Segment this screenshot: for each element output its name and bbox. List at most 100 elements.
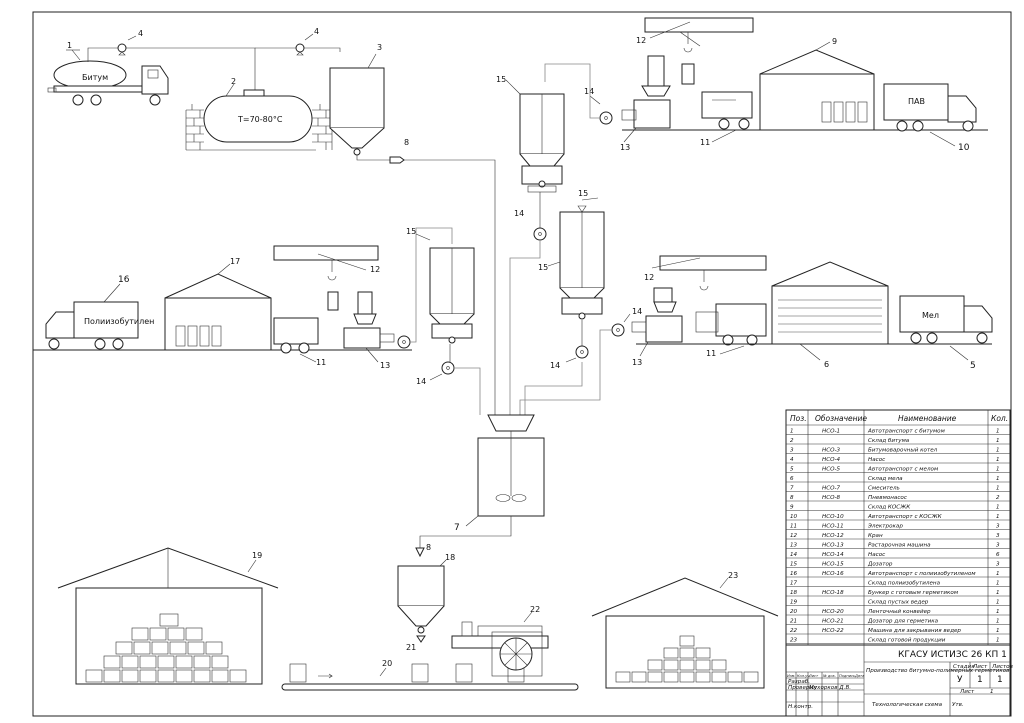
crane-12c [659, 255, 767, 271]
truck-label-bitumen: Битум [82, 73, 108, 82]
spec-name: Машина для закрывания ведер [868, 628, 961, 634]
callout-1: 1 [67, 41, 72, 50]
sheets-value: 1 [997, 675, 1003, 685]
spec-pos: 11 [790, 523, 797, 529]
spec-name: Кран [868, 533, 883, 539]
spec-code: НСО-7 [822, 485, 841, 491]
spec-name: Пневмонасос [868, 495, 907, 501]
callout-5: 5 [970, 361, 976, 371]
spec-qty: 1 [996, 428, 1000, 434]
spec-pos: 1 [790, 428, 794, 434]
callout-11a: 11 [700, 138, 710, 147]
pneumopump-8b-icon [415, 547, 425, 558]
sheet-value: 1 [977, 675, 983, 685]
callout-9: 9 [832, 37, 837, 46]
spec-code: НСО-14 [822, 552, 844, 558]
callout-14b: 14 [514, 209, 524, 218]
spec-code: НСО-12 [822, 533, 844, 539]
spec-code: НСО-1 [822, 428, 840, 434]
approved-label: Утв. [952, 702, 964, 708]
callout-11c: 11 [706, 349, 716, 358]
spec-pos: 17 [790, 580, 798, 586]
crane-12a [644, 17, 754, 33]
empty-buckets-warehouse-19 [57, 547, 279, 685]
callout-14c: 14 [550, 361, 560, 370]
spec-header-qty: Кол. [991, 414, 1008, 423]
bitumen-boiler-3 [329, 67, 385, 156]
spec-name: Насос [868, 552, 885, 558]
spec-name: Растарочная машина [868, 542, 931, 548]
callout-4b: 4 [314, 27, 319, 36]
truck-label-chalk: Мел [922, 311, 939, 320]
spec-pos: 13 [790, 542, 798, 548]
drawing-frame [32, 11, 1012, 717]
spec-name: Автотранспорт с КОСЖК [867, 514, 943, 520]
doser-15a [519, 93, 565, 193]
developer-label: Разраб. [788, 679, 810, 685]
callout-13c: 13 [632, 358, 642, 367]
unpacking-machine-13a [621, 55, 671, 129]
polyisobutylene-warehouse-17 [164, 273, 272, 351]
title-block-row-label: Лист [808, 674, 819, 678]
title-block-row-label: Подпись [839, 674, 855, 678]
doser-15d [429, 247, 475, 344]
callout-14a: 14 [584, 87, 594, 96]
spec-qty: 1 [996, 476, 1000, 482]
spec-pos: 12 [790, 533, 798, 539]
callout-15b: 15 [578, 189, 588, 198]
doser-15b [559, 205, 605, 320]
callout-14e: 14 [416, 377, 426, 386]
spec-qty: 1 [996, 485, 1000, 491]
sheet-label: Лист [959, 689, 975, 695]
spec-pos: 4 [790, 457, 794, 463]
callout-2: 2 [231, 77, 236, 86]
spec-code: НСО-15 [822, 561, 844, 567]
spec-pos: 16 [790, 571, 798, 577]
callout-17: 17 [230, 257, 240, 266]
callout-12c: 12 [644, 273, 654, 282]
spec-qty: 1 [996, 628, 1000, 634]
spec-qty: 1 [996, 618, 1000, 624]
spec-pos: 15 [790, 561, 798, 567]
spec-qty: 1 [996, 514, 1000, 520]
spec-qty: 1 [996, 599, 1000, 605]
truck-label-surfactant: ПАВ [908, 97, 925, 106]
pump-4a-icon [117, 43, 127, 56]
spec-code: НСО-13 [822, 542, 844, 548]
spec-pos: 3 [790, 447, 794, 453]
callout-16: 16 [118, 275, 130, 285]
spec-name: Склад полиизобутилена [868, 580, 941, 586]
col-sheets-label: Листов [991, 664, 1013, 670]
norm-control-label: Н.контр. [788, 704, 813, 710]
spec-qty: 1 [996, 637, 1000, 643]
title-block-row-label: Изм. [787, 674, 795, 678]
pump-14a-icon [599, 111, 613, 125]
spec-pos: 23 [790, 637, 798, 643]
callout-8a: 8 [404, 138, 409, 147]
unpacking-machine-13b [343, 291, 395, 349]
pump-14d-icon [611, 323, 625, 337]
crane-hook-12b [327, 260, 339, 311]
bitumen-truck: Битум [47, 60, 169, 106]
spec-code: НСО-16 [822, 571, 844, 577]
chalk-warehouse-6 [771, 261, 889, 345]
pneumopump-8a-icon [389, 156, 405, 164]
callout-15c: 15 [538, 263, 548, 272]
spec-qty: 3 [996, 542, 1000, 548]
spec-qty: 3 [996, 533, 1000, 539]
spec-pos: 21 [790, 618, 797, 624]
spec-name: Дозатор для герметика [867, 618, 939, 624]
spec-name: Склад готовой продукции [868, 637, 946, 643]
truck-label-polyisobutylene: Полиизобутилен [84, 317, 154, 326]
surfactant-truck-10: ПАВ [883, 83, 977, 132]
crane-hook-12c [699, 270, 709, 291]
bitumen-storage: Т=70-80°С [185, 89, 333, 151]
spec-qty: 1 [996, 504, 1000, 510]
callout-6: 6 [824, 360, 829, 369]
bucket-closing-machine-22 [451, 621, 549, 677]
finished-products-warehouse-23 [591, 577, 779, 689]
col-sheet-label: Лист [972, 664, 988, 670]
spec-header-designation: Обозначение [815, 414, 867, 423]
doc-description: Производство битумно-полимерных герметик… [866, 668, 1009, 674]
